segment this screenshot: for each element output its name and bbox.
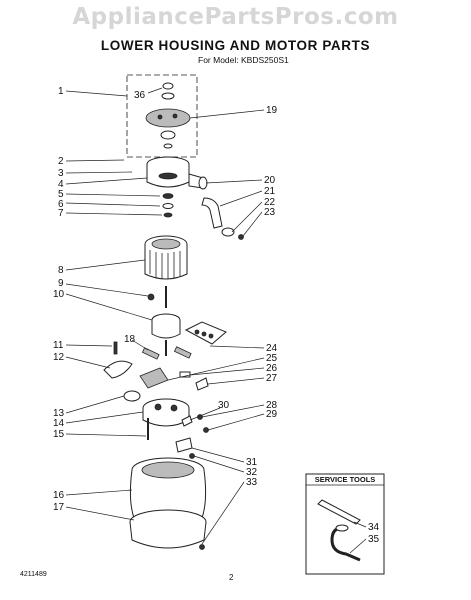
callout-26: 26	[266, 363, 278, 374]
service-tools-title: SERVICE TOOLS	[315, 475, 376, 484]
callout-20: 20	[264, 175, 276, 186]
callout-14: 14	[53, 418, 65, 429]
callout-12: 12	[53, 352, 65, 363]
capacitor-part	[123, 390, 141, 402]
callout-15: 15	[53, 429, 65, 440]
washer-part	[162, 193, 174, 199]
callout-29: 29	[266, 409, 278, 420]
assembly-dashed-box	[126, 74, 198, 158]
callout-13: 13	[53, 408, 65, 419]
callout-28: 28	[266, 400, 278, 411]
callout-7: 7	[58, 208, 64, 219]
switch-part	[139, 367, 209, 391]
callouts: 1 36 2 3 4 5 6 7 8 9 10 11 12 18 13 14 1…	[53, 86, 380, 545]
callout-25: 25	[266, 353, 278, 364]
wrench-tool	[317, 499, 361, 525]
callout-33: 33	[246, 477, 258, 488]
callout-3: 3	[58, 168, 64, 179]
end-bell-part	[142, 398, 190, 427]
screw-part	[199, 544, 205, 550]
callout-35: 35	[368, 534, 380, 545]
callout-17: 17	[53, 502, 65, 513]
callout-9: 9	[58, 278, 64, 289]
model-subtitle: For Model: KBDS250S1	[198, 55, 289, 65]
cover-plate-part	[103, 360, 133, 379]
callout-4: 4	[58, 179, 64, 190]
callout-19: 19	[266, 105, 278, 116]
service-tools-box: SERVICE TOOLS	[305, 473, 385, 575]
stator-part	[144, 235, 188, 280]
screw-part	[189, 453, 195, 459]
doc-number: 4211489	[20, 571, 47, 578]
clip-part	[181, 415, 193, 427]
callout-24: 24	[266, 343, 278, 354]
callout-21: 21	[264, 186, 276, 197]
page-title: LOWER HOUSING AND MOTOR PARTS	[100, 38, 371, 53]
screw-part	[113, 341, 118, 355]
callout-32: 32	[246, 467, 258, 478]
watermark: AppliancePartsPros.com	[72, 4, 399, 30]
callout-10: 10	[53, 289, 65, 300]
callout-23: 23	[264, 207, 276, 218]
leader-lines	[65, 87, 367, 554]
callout-5: 5	[58, 189, 64, 200]
terminal-part	[141, 346, 192, 360]
brush-set-part	[184, 321, 227, 345]
callout-34: 34	[368, 522, 380, 533]
callout-36: 36	[134, 90, 146, 101]
callout-27: 27	[266, 373, 278, 384]
washer-part	[163, 212, 173, 218]
callout-30: 30	[218, 400, 230, 411]
grind-plate-part	[145, 82, 191, 149]
callout-22: 22	[264, 197, 276, 208]
upper-housing-part	[146, 156, 208, 190]
callout-31: 31	[246, 457, 258, 468]
callout-18: 18	[124, 334, 136, 345]
callout-8: 8	[58, 265, 64, 276]
callout-1: 1	[58, 86, 64, 97]
callout-11: 11	[53, 340, 64, 351]
lower-housing-part	[129, 457, 207, 549]
screw-part	[203, 427, 209, 433]
page-number: 2	[229, 573, 234, 582]
discharge-elbow-part	[201, 197, 244, 240]
rotor-part	[147, 286, 181, 356]
washer-part	[162, 203, 174, 209]
callout-16: 16	[53, 490, 65, 501]
gasket-part	[175, 437, 193, 453]
callout-6: 6	[58, 199, 64, 210]
callout-2: 2	[58, 156, 64, 167]
